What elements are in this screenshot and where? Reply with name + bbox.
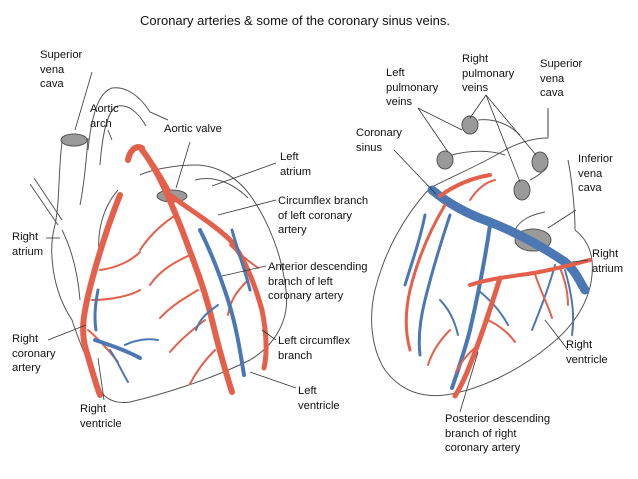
leader-right-pulmonary-veins-2 — [485, 94, 521, 183]
right-pulmonary-vein-opening-1 — [513, 179, 531, 201]
anterior-cardiac-veins — [93, 228, 252, 383]
posterior-coronary-arteries — [404, 173, 592, 399]
leader-left-circumflex-branch — [261, 329, 277, 341]
leader-inferior-vena-cava — [547, 209, 577, 229]
right-coronary-artery-posterior — [468, 258, 592, 287]
leader-anterior-descending — [221, 265, 267, 277]
leader-lines — [46, 71, 589, 413]
leader-right-ventricle-left — [97, 357, 105, 401]
anterior-heart-outline — [51, 164, 288, 404]
leader-right-coronary-artery — [47, 324, 87, 341]
leader-left-pulmonary-veins-2 — [417, 107, 463, 131]
coronary-sinus-path — [427, 185, 590, 295]
leader-posterior-descending — [459, 351, 479, 413]
leader-left-pulmonary-veins-1 — [417, 107, 449, 153]
posterior-circumflex-artery-path — [438, 173, 492, 198]
left-pulmonary-vein-opening-1 — [436, 150, 454, 170]
right-coronary-artery-path — [80, 192, 123, 398]
circumflex-artery-path — [167, 192, 269, 371]
diagram-title: Coronary arteries & some of the coronary… — [140, 13, 450, 28]
leader-right-atrium-right — [571, 259, 589, 263]
label-aortic-valve: Aortic valve — [164, 123, 222, 135]
aortic-arch-vessel — [87, 87, 169, 151]
anterior-coronary-arteries — [80, 144, 269, 398]
posterior-heart-outline — [371, 187, 593, 397]
posterior-descending-artery-path — [452, 275, 503, 399]
right-pulmonary-vein-opening-2 — [531, 151, 549, 173]
leader-right-pulmonary-veins-3 — [485, 94, 537, 156]
leader-circumflex-branch — [217, 199, 277, 216]
leader-left-ventricle — [249, 371, 297, 389]
leader-right-pulmonary-veins-1 — [469, 94, 487, 119]
catheter-line — [33, 177, 63, 221]
superior-vena-cava-vessel — [54, 141, 63, 226]
anterior-heart-view — [29, 87, 288, 404]
great-cardiac-vein-path — [198, 228, 246, 377]
leader-left-atrium — [211, 162, 277, 187]
left-pulmonary-vein-opening-2 — [461, 115, 479, 135]
leader-aortic-arch — [107, 129, 113, 141]
leader-right-ventricle-right — [544, 319, 569, 351]
posterior-coronary-sinus — [403, 185, 590, 390]
leader-superior-vena-cava-left — [74, 71, 93, 131]
leader-coronary-sinus — [393, 149, 437, 195]
svc-opening — [60, 133, 88, 147]
leader-aortic-valve — [175, 141, 191, 189]
